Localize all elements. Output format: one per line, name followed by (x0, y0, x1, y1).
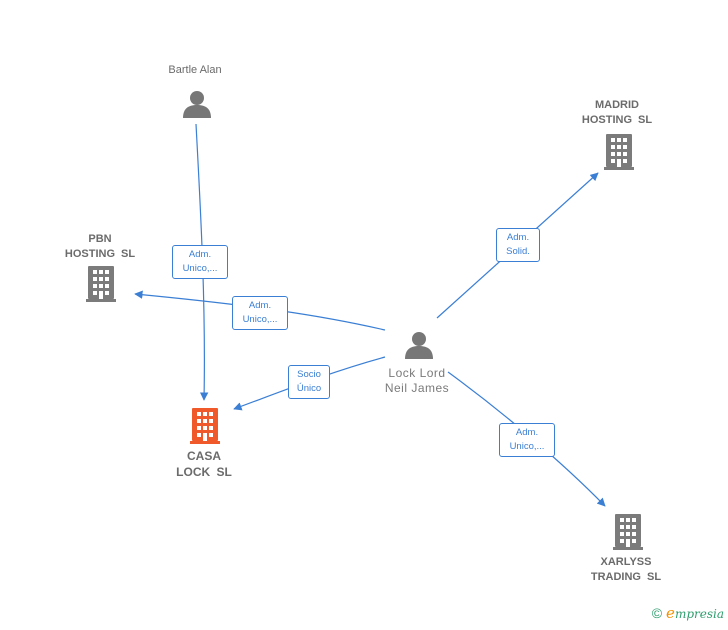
edge-label-lock-to-pbn[interactable]: Adm. Unico,... (232, 296, 288, 330)
node-label-bartle-alan[interactable]: Bartle Alan (168, 64, 222, 76)
person-icon[interactable] (183, 91, 211, 118)
edge-label-lock-to-xarlyss[interactable]: Adm. Unico,... (499, 423, 555, 457)
building-icon[interactable] (86, 266, 116, 302)
person-icon[interactable] (405, 332, 433, 359)
building-icon[interactable] (190, 408, 220, 444)
building-icon[interactable] (613, 514, 643, 550)
node-label-casa-lock[interactable]: CASA LOCK SL (176, 449, 232, 479)
building-icon[interactable] (604, 134, 634, 170)
empresia-watermark: ©empresia (652, 604, 724, 622)
node-label-lock-lord[interactable]: Lock Lord Neil James (384, 366, 450, 395)
copyright-icon: © (651, 605, 663, 621)
node-label-pbn-hosting[interactable]: PBN HOSTING SL (64, 233, 136, 260)
edge-label-bartle-to-casa[interactable]: Adm. Unico,... (172, 245, 228, 279)
brand-name: mpresia (674, 607, 724, 621)
edge-label-lock-to-madrid[interactable]: Adm. Solid. (496, 228, 540, 262)
brand-initial: e (666, 604, 675, 622)
node-label-madrid-hosting[interactable]: MADRID HOSTING SL (581, 99, 653, 126)
node-label-xarlyss-trading[interactable]: XARLYSS TRADING SL (590, 556, 662, 583)
edge-label-lock-to-casa[interactable]: Socio Único (288, 365, 330, 399)
